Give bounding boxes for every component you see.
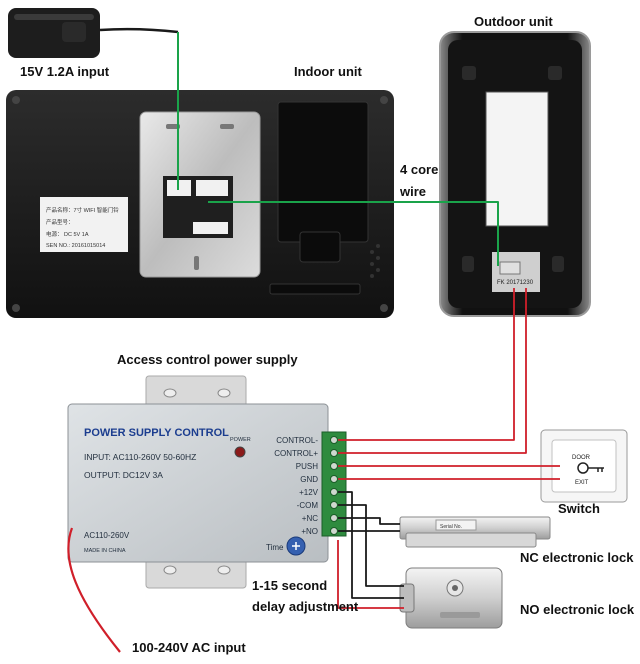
outdoor-unit [439, 31, 591, 317]
time-knob-label: Time [266, 543, 284, 552]
label-outdoor-unit: Outdoor unit [474, 14, 553, 29]
switch-door-text: DOOR [572, 455, 591, 461]
nc-magnetic-lock [399, 516, 551, 548]
label-nc-lock: NC electronic lock [520, 550, 634, 565]
maglock-brand: Serial No. [440, 524, 462, 530]
psu-text: POWER SUPPLY CONTROL INPUT: AC110-260V 5… [84, 427, 319, 554]
sticker-line-2: 产品型号： [46, 218, 74, 226]
terminal-nc: +NC [302, 514, 318, 523]
label-wire: wire [400, 184, 427, 199]
terminal-push: PUSH [296, 462, 318, 471]
sticker-line-4: SEN NO.: 20161015014 [46, 243, 105, 249]
power-adapter [8, 8, 179, 58]
switch-exit-text: EXIT [575, 480, 589, 486]
access-control-power-supply [67, 375, 347, 589]
indoor-sticker-text: 产品名称：7寸 WIFI 智能门铃 产品型号： 电源： DC 5V 1A SEN… [46, 206, 119, 249]
sticker-line-1: 产品名称：7寸 WIFI 智能门铃 [46, 206, 119, 214]
label-switch: Switch [558, 501, 600, 516]
terminal-gnd: GND [300, 475, 318, 484]
exit-switch [540, 429, 628, 503]
terminal-no: +NO [301, 527, 318, 536]
indoor-sticker [40, 197, 128, 252]
label-15v-input: 15V 1.2A input [20, 64, 110, 79]
indoor-unit [6, 90, 394, 318]
terminal-control-plus: CONTROL+ [274, 449, 318, 458]
psu-title: POWER SUPPLY CONTROL [84, 427, 229, 439]
terminal-12v: +12V [299, 488, 319, 497]
wires [67, 32, 560, 653]
psu-made-in: MADE IN CHINA [84, 548, 126, 554]
psu-input: INPUT: AC110-260V 50-60HZ [84, 452, 196, 462]
power-led-label: POWER [230, 437, 251, 443]
label-delay-line-2: delay adjustment [252, 599, 359, 614]
terminal-control-minus: CONTROL- [276, 436, 318, 445]
label-indoor-unit: Indoor unit [294, 64, 362, 79]
label-ac-input: 100-240V AC input [132, 640, 246, 655]
label-delay-line-1: 1-15 second [252, 578, 328, 593]
outdoor-sticker-text: FK 20171230 [497, 280, 534, 286]
no-electric-lock [399, 567, 503, 629]
label-4-core: 4 core [400, 162, 439, 177]
psu-output: OUTPUT: DC12V 3A [84, 470, 163, 480]
label-access-control-power-supply: Access control power supply [117, 352, 298, 367]
sticker-line-3: 电源： DC 5V 1A [46, 230, 89, 238]
psu-ac-label: AC110-260V [84, 531, 130, 540]
terminal-com: -COM [297, 501, 319, 510]
label-no-lock: NO electronic lock [520, 602, 635, 617]
